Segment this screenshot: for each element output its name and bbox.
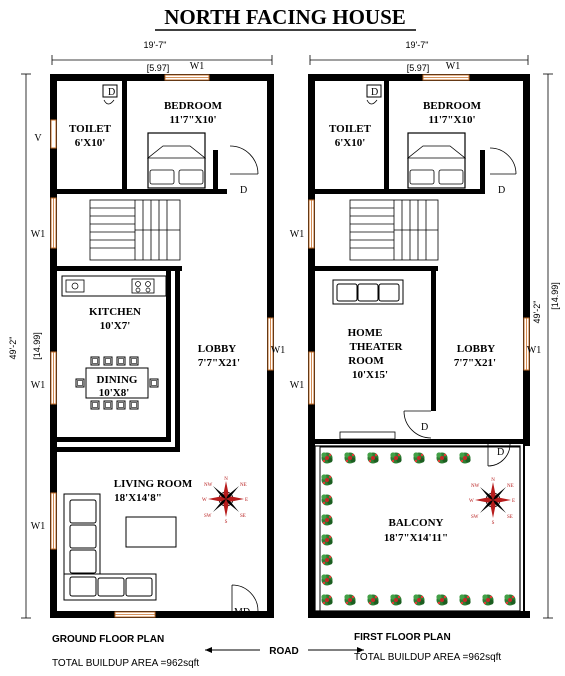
ff-bedroom-name: BEDROOM	[423, 100, 482, 112]
ff-theater-name-1: HOME	[348, 327, 383, 339]
gf-dining-table	[75, 356, 159, 410]
ff-lobby-size: 7'7"X21'	[454, 357, 496, 369]
gf-window-label-v: V	[34, 133, 42, 144]
gf-window-label-2: W1	[31, 380, 45, 391]
ff-lobby-name: LOBBY	[457, 343, 496, 355]
gf-toilet-name: TOILET	[69, 123, 112, 135]
gf-living-name: LIVING ROOM	[114, 478, 193, 490]
ff-compass-s: S	[492, 521, 495, 526]
ff-compass-sw: SW	[471, 515, 479, 520]
gf-width-m: [5.97]	[147, 63, 170, 73]
gf-compass-ne: NE	[240, 483, 247, 488]
gf-height-m: [14.99]	[32, 332, 42, 360]
ff-window-label-1: W1	[290, 229, 304, 240]
ff-theater-door: D	[421, 422, 428, 433]
gf-window-openings	[50, 74, 274, 618]
ff-plan-label: FIRST FLOOR PLAN	[354, 632, 451, 643]
ff-compass-e: E	[512, 499, 515, 504]
gf-coffee-table	[125, 516, 177, 548]
gf-kitchen-name: KITCHEN	[89, 306, 141, 318]
gf-toilet-door: D	[108, 87, 115, 98]
ff-toilet-size: 6'X10'	[335, 137, 366, 149]
gf-compass-sw: SW	[204, 514, 212, 519]
gf-main-door: MD	[234, 607, 250, 618]
ff-compass-ne: NE	[507, 484, 514, 489]
first-floor-plan: 19'-7" [5.97] W1 49'-2" [14.99]	[290, 40, 560, 663]
gf-area: TOTAL BUILDUP AREA =962sqft	[52, 658, 199, 669]
ff-height-ft: 49'-2"	[532, 301, 542, 324]
gf-kitchen-size: 10'X7'	[100, 320, 131, 332]
ff-window-openings	[308, 74, 530, 405]
gf-lobby-name: LOBBY	[198, 343, 237, 355]
ff-balcony-size: 18'7"X14'11"	[384, 532, 448, 544]
gf-staircase	[89, 199, 181, 261]
gf-living-size: 18'X14'8"	[114, 492, 162, 504]
gf-window-label-3: W1	[31, 521, 45, 532]
gf-bedroom-size: 11'7"X10'	[169, 114, 216, 126]
ff-balcony-railing	[319, 446, 521, 612]
gf-window-label-1: W1	[31, 229, 45, 240]
ff-compass-se: SE	[507, 515, 513, 520]
gf-window-label-4: W1	[271, 345, 285, 356]
gf-compass-e: E	[245, 498, 248, 503]
gf-width-ft: 19'-7"	[144, 40, 167, 50]
ff-window-label-2: W1	[290, 380, 304, 391]
ff-theater-name-2: THEATER	[350, 341, 404, 353]
ff-toilet-door: D	[371, 87, 378, 98]
gf-height-ft: 49'-2"	[8, 337, 18, 360]
ff-balcony-name: BALCONY	[388, 517, 443, 529]
gf-bedroom-name: BEDROOM	[164, 100, 223, 112]
gf-compass-nw: NW	[204, 483, 213, 488]
ff-compass-w: W	[469, 499, 474, 504]
gf-lobby-size: 7'7"X21'	[198, 357, 240, 369]
ff-height-m: [14.99]	[550, 282, 560, 310]
gf-bed	[146, 132, 207, 189]
ff-toilet-name: TOILET	[329, 123, 372, 135]
gf-dining-size: 10'X8'	[99, 387, 130, 399]
ff-width-ft: 19'-7"	[406, 40, 429, 50]
ff-compass: N NE E SE S SW W NW	[469, 478, 515, 526]
ff-balcony-door: D	[497, 447, 504, 458]
gf-compass-n: N	[224, 477, 228, 482]
ff-tv-unit	[339, 431, 396, 440]
gf-compass-w: W	[202, 498, 207, 503]
ff-top-window-label: W1	[446, 61, 460, 72]
ff-bedroom-door: D	[498, 185, 505, 196]
gf-bedroom-door: D	[240, 185, 247, 196]
ff-window-label-3: W1	[527, 345, 541, 356]
gf-toilet-size: 6'X10'	[75, 137, 106, 149]
ff-bedroom-size: 11'7"X10'	[428, 114, 475, 126]
gf-sofa	[63, 493, 157, 601]
ff-theater-sofa	[332, 279, 404, 305]
ff-theater-name-3: ROOM	[348, 355, 384, 367]
ground-floor-plan: 19'-7" [5.97] W1 49'-2" [14.99]	[8, 40, 285, 669]
gf-compass-se: SE	[240, 514, 246, 519]
gf-dining-name: DINING	[97, 374, 138, 386]
ff-compass-n: N	[491, 478, 495, 483]
road-label: ROAD	[269, 646, 298, 657]
gf-compass: N NE E SE S SW W NW	[202, 477, 248, 525]
gf-plan-label: GROUND FLOOR PLAN	[52, 634, 164, 645]
gf-kitchen-counter	[61, 275, 167, 297]
ff-compass-nw: NW	[471, 484, 480, 489]
road-indicator: ROAD	[205, 646, 364, 657]
page-title: NORTH FACING HOUSE	[164, 5, 406, 29]
gf-top-window-label: W1	[190, 61, 204, 72]
ff-area: TOTAL BUILDUP AREA =962sqft	[354, 652, 501, 663]
gf-compass-s: S	[225, 520, 228, 525]
ff-bed	[406, 132, 467, 189]
ff-width-m: [5.97]	[407, 63, 430, 73]
ff-staircase	[349, 199, 439, 261]
ff-theater-size: 10'X15'	[352, 369, 388, 381]
